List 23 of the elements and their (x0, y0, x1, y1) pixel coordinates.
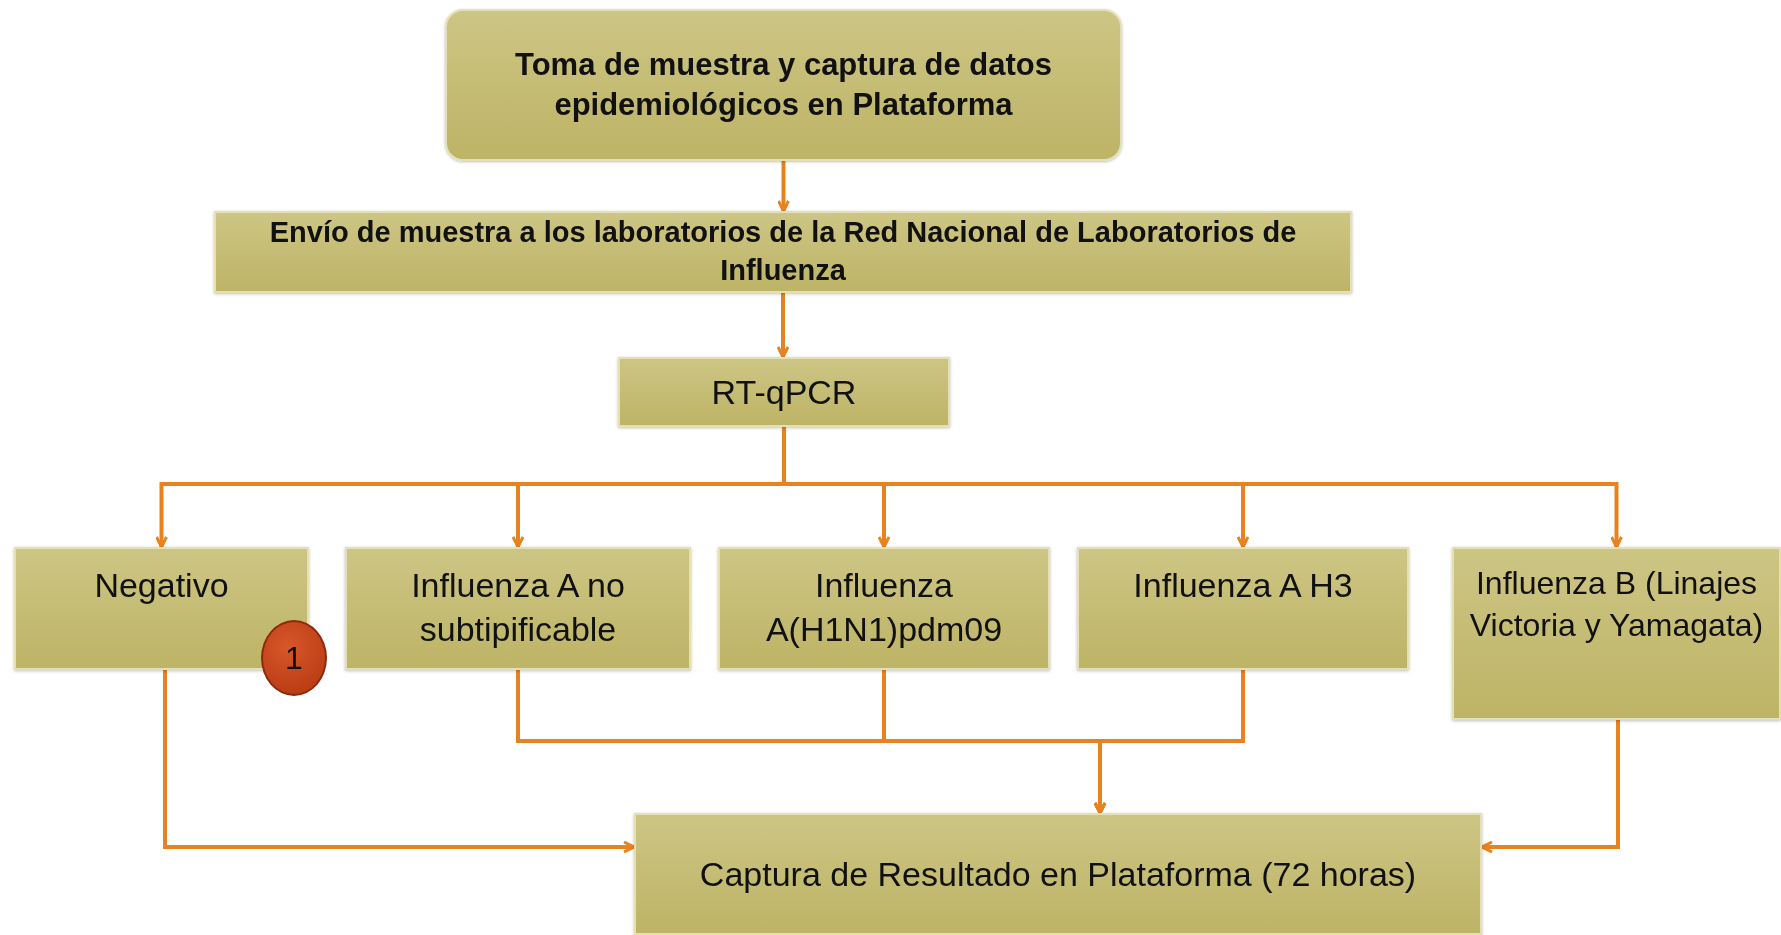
connector-arrow (163, 670, 636, 854)
box-text: Envío de muestra a los laboratorios de la Red Nacional de Laboratorios de Influenza (268, 215, 1298, 288)
process-box (214, 211, 1352, 293)
process-box (345, 547, 691, 670)
connector-arrow (1093, 670, 1245, 815)
process-box (718, 547, 1050, 670)
process-box (634, 813, 1482, 935)
process-box (618, 357, 950, 427)
box-text: Influenza A H3 (1133, 565, 1353, 606)
start-box (445, 9, 1122, 161)
process-box (1452, 547, 1781, 720)
box-text: Influenza B (Linajes Victoria y Yamagata) (1468, 564, 1765, 645)
callout-number: 1 (261, 620, 327, 696)
box-text: Toma de muestra y captura de datos epidemiológicos en Plataforma (514, 45, 1053, 124)
connector-arrow (777, 161, 790, 213)
box-text: RT-qPCR (711, 371, 857, 413)
box-text: Influenza A(H1N1)pdm09 (764, 565, 1004, 651)
process-box (1077, 547, 1409, 670)
box-text: Negativo (94, 565, 229, 606)
box-text: Captura de Resultado en Plataforma (72 horas) (699, 853, 1417, 895)
process-box (14, 547, 309, 670)
connector-arrow (776, 293, 790, 359)
box-text: Influenza A no subtipificable (410, 565, 626, 651)
